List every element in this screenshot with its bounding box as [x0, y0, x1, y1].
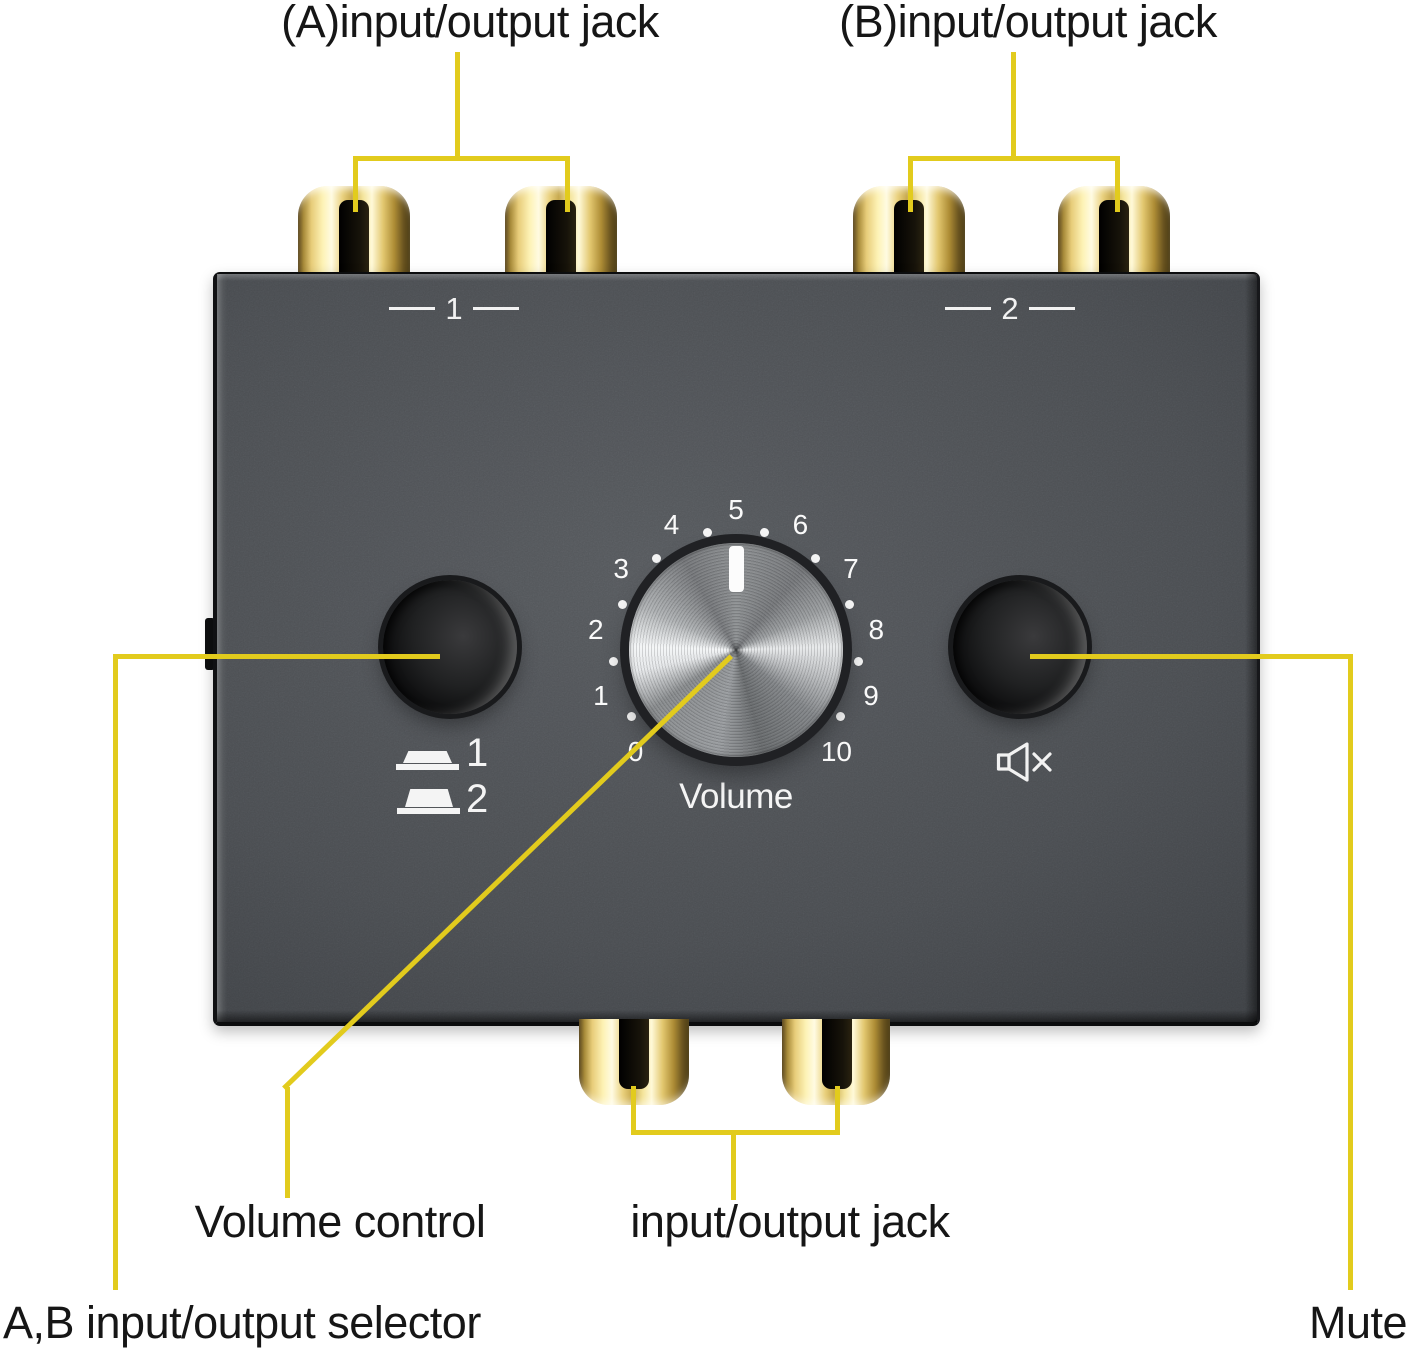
mute-label: Mute — [1308, 1297, 1407, 1348]
leader-stub-b1 — [908, 156, 913, 212]
leader-line-mute-vertical — [1348, 654, 1353, 1290]
ab-selector-button[interactable] — [383, 580, 517, 714]
leader-line-a-vertical — [455, 52, 460, 160]
ab-selector-label: A,B input/output selector — [3, 1297, 481, 1348]
channel-1-number: 1 — [445, 290, 463, 326]
dial-number: 5 — [728, 494, 744, 525]
leader-stub-a2 — [565, 156, 570, 212]
dial-number: 8 — [868, 613, 885, 645]
leader-line-mute-horizontal — [1030, 654, 1353, 659]
dial-number: 7 — [843, 552, 859, 584]
rca-jack-a1-socket — [339, 200, 369, 274]
left-bevel — [217, 274, 227, 1022]
volume-control-label: Volume control — [194, 1196, 486, 1247]
marking-dash — [389, 306, 436, 310]
dial-number: 2 — [587, 613, 604, 645]
mute-button[interactable] — [953, 580, 1087, 714]
dial-number: 10 — [820, 736, 852, 768]
leader-line-selector-horizontal — [113, 654, 440, 659]
volume-word: Volume — [679, 777, 793, 816]
channel-1-marking: 1 — [374, 290, 534, 326]
marking-dash — [472, 306, 519, 310]
dial-dot — [626, 711, 636, 721]
knob-indicator — [728, 546, 744, 592]
rca-jack-b2 — [1058, 186, 1170, 274]
io-jack-bottom-label: input/output jack — [630, 1196, 950, 1247]
selector-number-2: 2 — [466, 777, 489, 821]
leader-line-selector-vertical — [113, 654, 118, 1290]
right-bevel — [1245, 274, 1257, 1022]
key-position-2-icon — [405, 789, 453, 807]
leader-stub-bottom-2 — [835, 1086, 840, 1135]
selector-number-1: 1 — [466, 731, 489, 775]
jack-b-label: (B)input/output jack — [839, 0, 1217, 47]
dial-number: 1 — [593, 679, 609, 711]
muted-speaker-icon — [996, 742, 1052, 782]
channel-2-number: 2 — [1001, 290, 1019, 326]
leader-bracket-a — [353, 156, 570, 161]
rca-jack-a2-socket — [546, 200, 576, 274]
jack-a-label: (A)input/output jack — [281, 0, 659, 47]
rca-jack-b1-socket — [894, 200, 924, 274]
dial-number: 9 — [863, 679, 879, 711]
leader-stub-a1 — [353, 156, 358, 212]
rca-jack-b2-socket — [1099, 200, 1129, 274]
leader-stub-b2 — [1115, 156, 1120, 212]
marking-dash — [1028, 306, 1075, 310]
dial-dot — [651, 553, 661, 563]
dial-number: 4 — [663, 509, 680, 541]
leader-bracket-b — [908, 156, 1120, 161]
side-notch — [205, 618, 215, 670]
rca-jack-a2 — [505, 186, 617, 274]
rca-jack-bottom-2-socket — [822, 1019, 852, 1089]
channel-2-marking: 2 — [930, 290, 1090, 326]
dial-number: 6 — [792, 509, 809, 541]
key-position-2-base — [397, 808, 460, 814]
dial-dot — [608, 657, 618, 667]
marking-dash — [945, 306, 992, 310]
rca-jack-bottom-1-socket — [619, 1019, 649, 1089]
leader-stub-bottom-1 — [631, 1086, 636, 1135]
key-position-1-base — [396, 764, 459, 770]
leader-line-b-vertical — [1011, 52, 1016, 160]
rca-jack-b1 — [853, 186, 965, 274]
leader-line-bottom-vertical — [731, 1130, 736, 1200]
key-position-1-icon — [403, 751, 452, 763]
top-bevel — [217, 274, 1257, 281]
leader-line-volume-vertical — [285, 1087, 290, 1198]
dial-number: 3 — [613, 552, 629, 584]
dial-dot — [702, 527, 712, 537]
bottom-bevel — [217, 1010, 1257, 1022]
